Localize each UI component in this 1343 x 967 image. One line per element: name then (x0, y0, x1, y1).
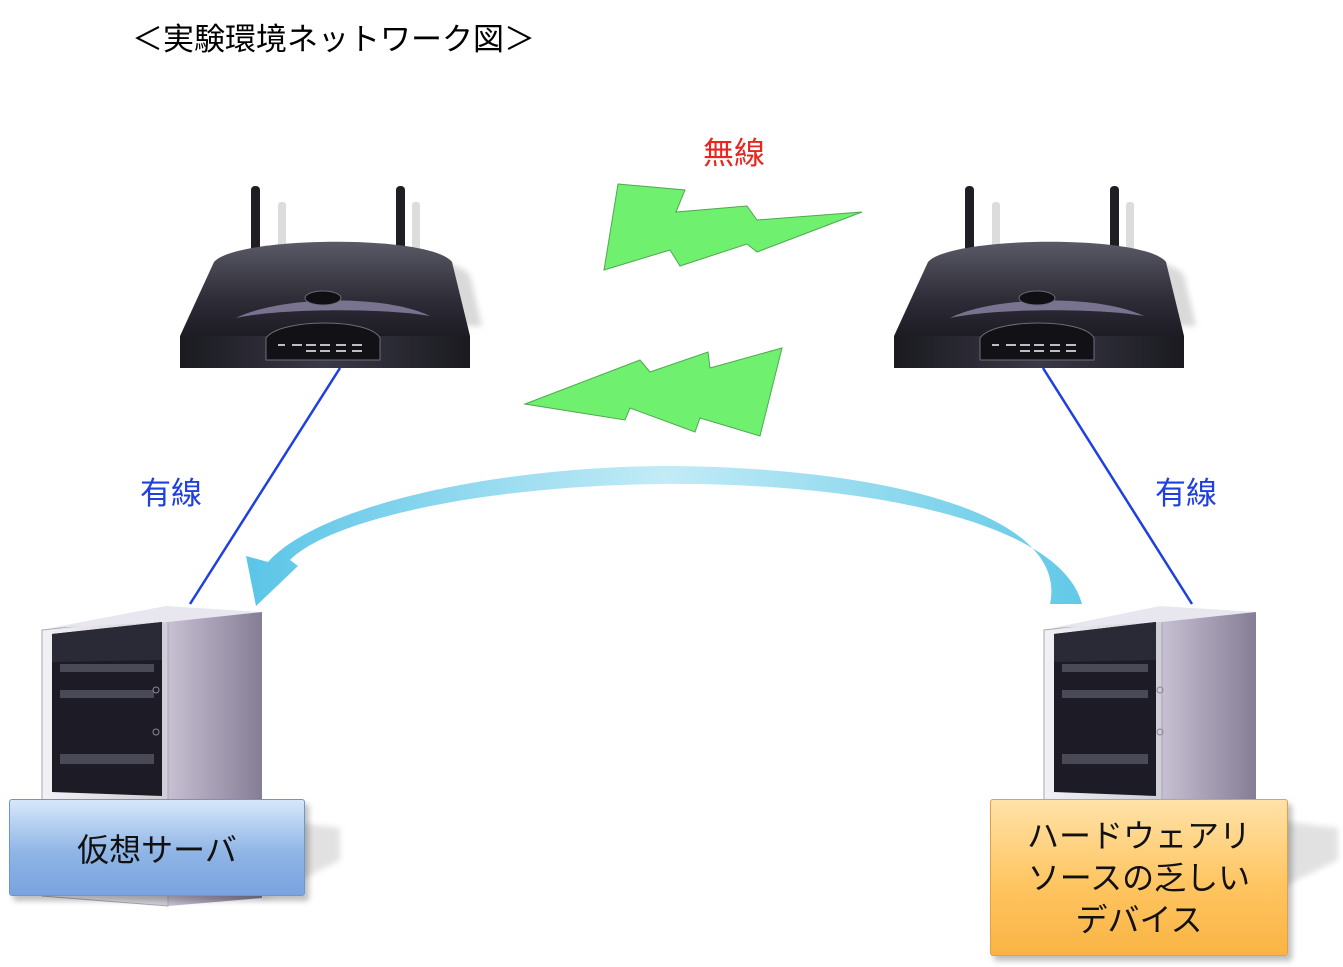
low-resource-device-box: ハードウェアリ ソースの乏しい デバイス (990, 799, 1288, 956)
device-label-line-3: デバイス (1075, 900, 1203, 939)
lightning-icon (523, 347, 783, 437)
wired-label-left: 有線 (140, 476, 202, 512)
virtual-server-label: 仮想サーバ (77, 830, 237, 869)
virtual-server-box: 仮想サーバ (9, 799, 305, 896)
curved-arrow-icon (246, 466, 1082, 606)
wired-line-right (1041, 367, 1194, 605)
wired-line-left (188, 367, 342, 605)
wired-label-right: 有線 (1155, 476, 1217, 512)
router-icon (894, 186, 1196, 368)
device-label-line-1: ハードウェアリ (1026, 816, 1251, 855)
wireless-label: 無線 (703, 136, 765, 172)
lightning-icon (603, 183, 863, 271)
device-label-line-2: ソースの乏しい (1027, 858, 1251, 897)
router-icon (180, 186, 482, 368)
diagram-title: ＜実験環境ネットワーク図＞ (132, 22, 535, 58)
